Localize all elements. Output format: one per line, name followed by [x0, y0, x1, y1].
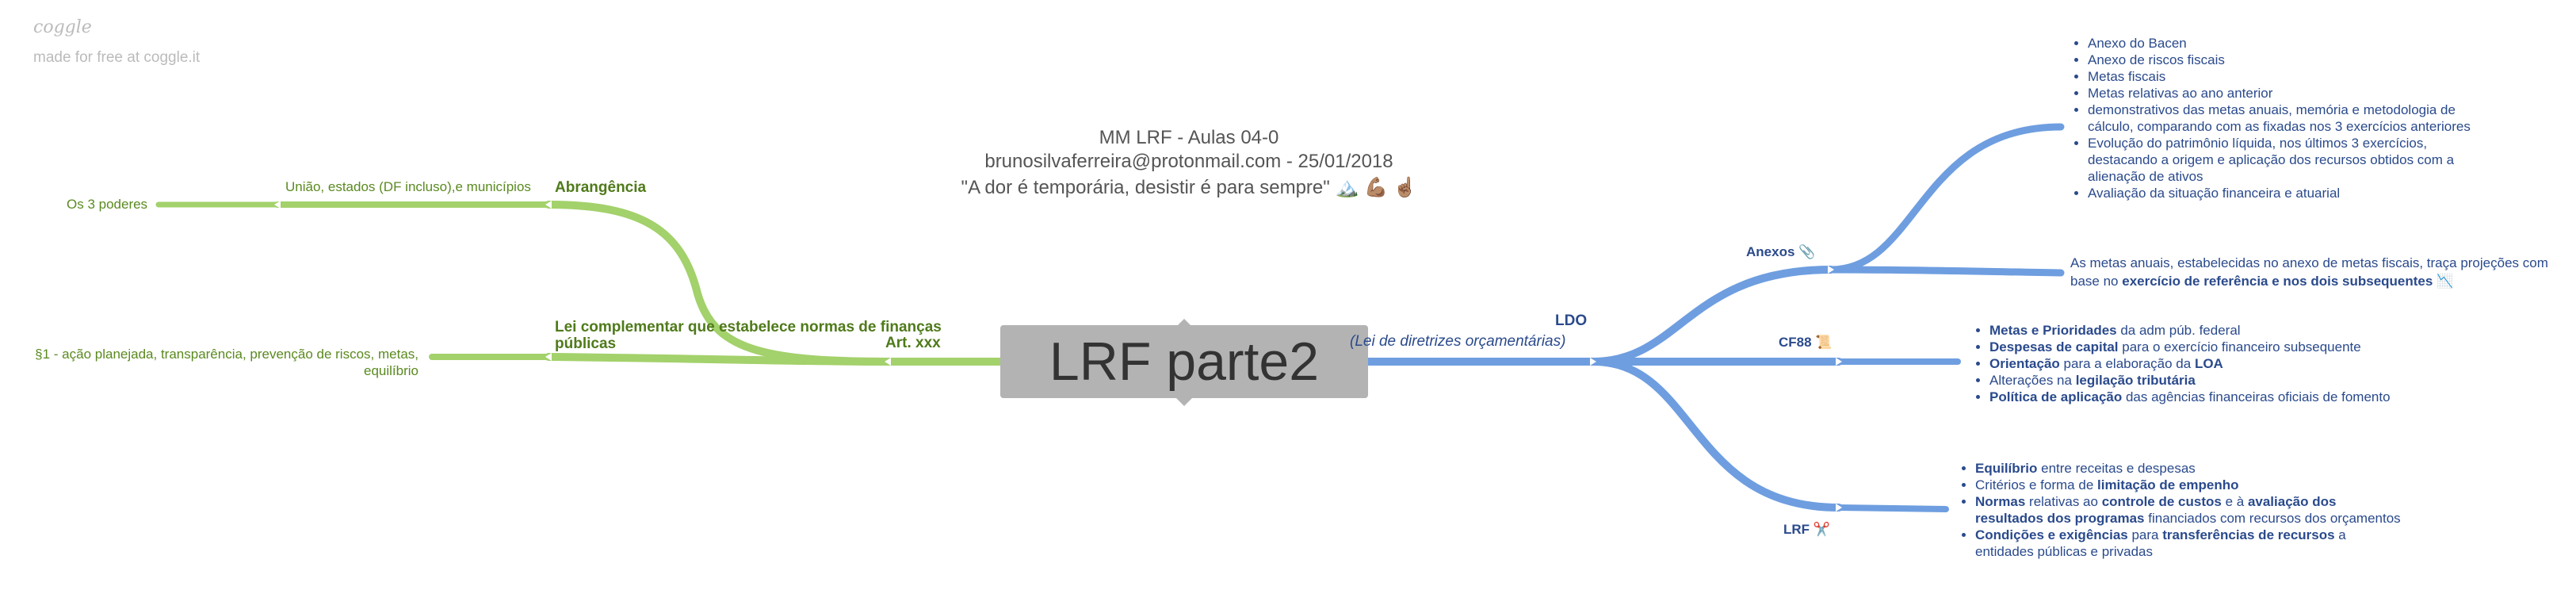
lrf-list: Equilíbrio entre receitas e despesas Cri…: [1958, 460, 2401, 560]
anexos-note-line1: As metas anuais, estabelecidas no anexo …: [2070, 255, 2548, 270]
paperclip-icon: 📎: [1798, 244, 1816, 259]
header-quote-line: "A dor é temporária, desistir é para sem…: [872, 176, 1506, 199]
list-item: Alterações na legilação tributária: [1989, 372, 2391, 389]
header-email-date: brunosilvaferreira@protonmail.com - 25/0…: [984, 151, 1393, 172]
node-lei-complementar[interactable]: Lei complementar que estabelece normas d…: [555, 319, 942, 352]
list-item: Metas e Prioridades da adm púb. federal: [1989, 322, 2391, 339]
lei-complementar-line1: Lei complementar que estabelece normas d…: [555, 319, 942, 335]
anexos-label: Anexos: [1746, 244, 1795, 259]
central-collapse-bottom-icon[interactable]: [1176, 398, 1192, 406]
node-lei-detail[interactable]: §1 - ação planejada, transparência, prev…: [35, 346, 419, 379]
anexos-note-bold: exercício de referência e nos dois subse…: [2122, 274, 2433, 289]
list-item: Anexo do Bacen: [2088, 35, 2476, 52]
central-node[interactable]: LRF parte2: [1000, 325, 1368, 398]
scissors-icon: ✂️: [1813, 522, 1830, 537]
branch-lrf: [1589, 358, 1843, 512]
made-with-text: made for free at coggle.it: [33, 49, 201, 66]
anexos-list: Anexo do Bacen Anexo de riscos fiscais M…: [2070, 35, 2476, 201]
list-item: Evolução do patrimônio líquida, nos últi…: [2088, 135, 2476, 185]
lrf-label: LRF: [1783, 522, 1810, 537]
branch-anexos: [1589, 266, 1835, 366]
coggle-logo: coggle: [33, 17, 92, 37]
branch-anexos-note: [1827, 266, 2065, 277]
node-os-3-poderes[interactable]: Os 3 poderes: [67, 197, 148, 212]
list-item: Condições e exigências para transferênci…: [1975, 527, 2401, 560]
node-art[interactable]: Art. xxx: [885, 335, 941, 351]
list-item: demonstrativos das metas anuais, memória…: [2088, 102, 2476, 135]
node-ldo-sublabel: (Lei de diretrizes orçamentárias): [1350, 333, 1566, 350]
node-abrangencia[interactable]: Abrangência: [555, 179, 647, 196]
node-lrf[interactable]: LRF ✂️: [1783, 522, 1830, 538]
list-item: Anexo de riscos fiscais: [2088, 52, 2476, 68]
list-item: Avaliação da situação financeira e atuar…: [2088, 185, 2476, 201]
node-anexos[interactable]: Anexos 📎: [1746, 244, 1815, 260]
header-quote: "A dor é temporária, desistir é para sem…: [961, 177, 1330, 198]
lei-detail-line2: equilíbrio: [364, 363, 419, 378]
quote-emojis: 🏔️ 💪🏽 ☝🏽: [1335, 177, 1417, 198]
anexos-note-pre: base no: [2070, 274, 2123, 289]
list-item: Orientação para a elaboração da LOA: [1989, 355, 2391, 372]
branch-lei-complementar: [545, 353, 892, 366]
cf88-list: Metas e Prioridades da adm púb. federal …: [1972, 322, 2391, 405]
branch-lrf-list: [1836, 504, 1949, 512]
node-abrangencia-detail[interactable]: União, estados (DF incluso),e municípios: [285, 179, 531, 194]
list-item: Critérios e forma de limitação de empenh…: [1975, 477, 2401, 493]
lei-complementar-line2: públicas: [555, 335, 617, 352]
list-item: Política de aplicação das agências finan…: [1989, 389, 2391, 405]
central-label: LRF parte2: [1049, 331, 1320, 392]
node-cf88[interactable]: CF88 📜: [1779, 335, 1832, 351]
branch-anexos-list: [1827, 123, 2065, 274]
list-item: Equilíbrio entre receitas e despesas: [1975, 460, 2401, 477]
node-anexos-note[interactable]: As metas anuais, estabelecidas no anexo …: [2070, 254, 2548, 290]
cf88-label: CF88: [1779, 335, 1812, 350]
list-item: Despesas de capital para o exercício fin…: [1989, 339, 2391, 355]
list-item: Metas fiscais: [2088, 68, 2476, 85]
node-ldo[interactable]: LDO: [1555, 312, 1588, 329]
scroll-icon: 📜: [1815, 335, 1833, 350]
central-collapse-top-icon[interactable]: [1176, 319, 1192, 327]
chart-down-icon: 📉: [2436, 274, 2454, 289]
list-item: Normas relativas ao controle de custos e…: [1975, 493, 2401, 527]
header-title: MM LRF - Aulas 04-0: [1099, 127, 1279, 148]
lei-detail-line1: §1 - ação planejada, transparência, prev…: [35, 347, 419, 362]
list-item: Metas relativas ao ano anterior: [2088, 85, 2476, 102]
